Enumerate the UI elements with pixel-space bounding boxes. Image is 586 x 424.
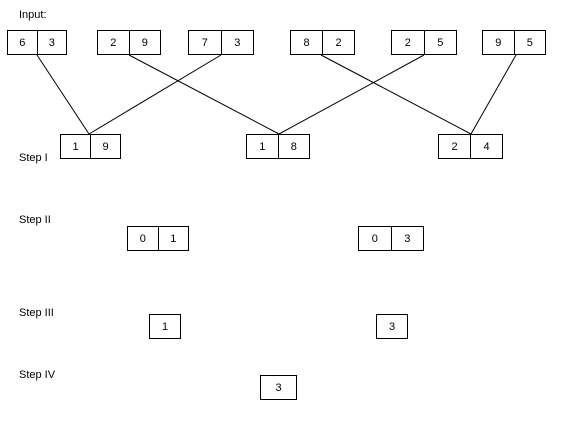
pair-value: 8 [303, 36, 310, 49]
connector-line [320, 54, 472, 135]
input-pair-box: 8 2 [290, 30, 355, 55]
pair-value: 5 [423, 31, 457, 54]
pair-value: 6 [19, 36, 26, 49]
single-value: 1 [161, 320, 169, 333]
pair-value: 2 [322, 31, 354, 54]
pair-value: 0 [139, 232, 146, 245]
pair-value: 2 [404, 36, 411, 49]
pair-value: 8 [277, 135, 310, 158]
single-value: 3 [388, 320, 396, 333]
input-pair-box: 2 9 [97, 30, 161, 55]
step-1-pair-box: 1 8 [246, 134, 310, 159]
step-1-pair-box: 1 9 [60, 134, 121, 159]
step-1-label: Step I [19, 152, 48, 164]
input-label: Input: [19, 9, 47, 21]
pair-value: 3 [390, 227, 424, 250]
step-4-label: Step IV [19, 369, 56, 381]
connector-line [88, 54, 222, 135]
connector-line [278, 54, 425, 135]
pair-value: 2 [110, 36, 117, 49]
connector-line [128, 54, 280, 135]
pair-value: 7 [201, 36, 208, 49]
step-4-value-box: 3 [260, 375, 297, 400]
step-2-label: Step II [19, 214, 51, 226]
pair-value: 9 [128, 31, 161, 54]
connector-line [470, 54, 517, 135]
pair-value: 3 [220, 31, 254, 54]
input-pair-box: 7 3 [188, 30, 254, 55]
pair-value: 9 [90, 135, 120, 158]
step-1-pair-box: 2 4 [438, 134, 503, 159]
single-value: 3 [275, 381, 282, 394]
step-3-value-box: 3 [376, 314, 408, 339]
pair-value: 0 [371, 232, 378, 245]
pair-value: 1 [259, 140, 266, 153]
input-pair-box: 2 5 [391, 30, 457, 55]
pair-value: 2 [451, 140, 458, 153]
pair-value: 3 [36, 31, 67, 54]
pair-value: 9 [495, 36, 502, 49]
connector-line [36, 54, 90, 135]
pair-value: 1 [72, 140, 79, 153]
input-pair-box: 6 3 [7, 30, 67, 55]
step-3-value-box: 1 [149, 314, 181, 339]
pair-value: 5 [513, 31, 546, 54]
step-2-pair-box: 0 3 [358, 226, 424, 251]
pair-value: 1 [157, 227, 189, 250]
step-3-label: Step III [19, 307, 54, 319]
step-2-pair-box: 0 1 [127, 226, 189, 251]
pair-value: 4 [470, 135, 502, 158]
input-pair-box: 9 5 [482, 30, 546, 55]
